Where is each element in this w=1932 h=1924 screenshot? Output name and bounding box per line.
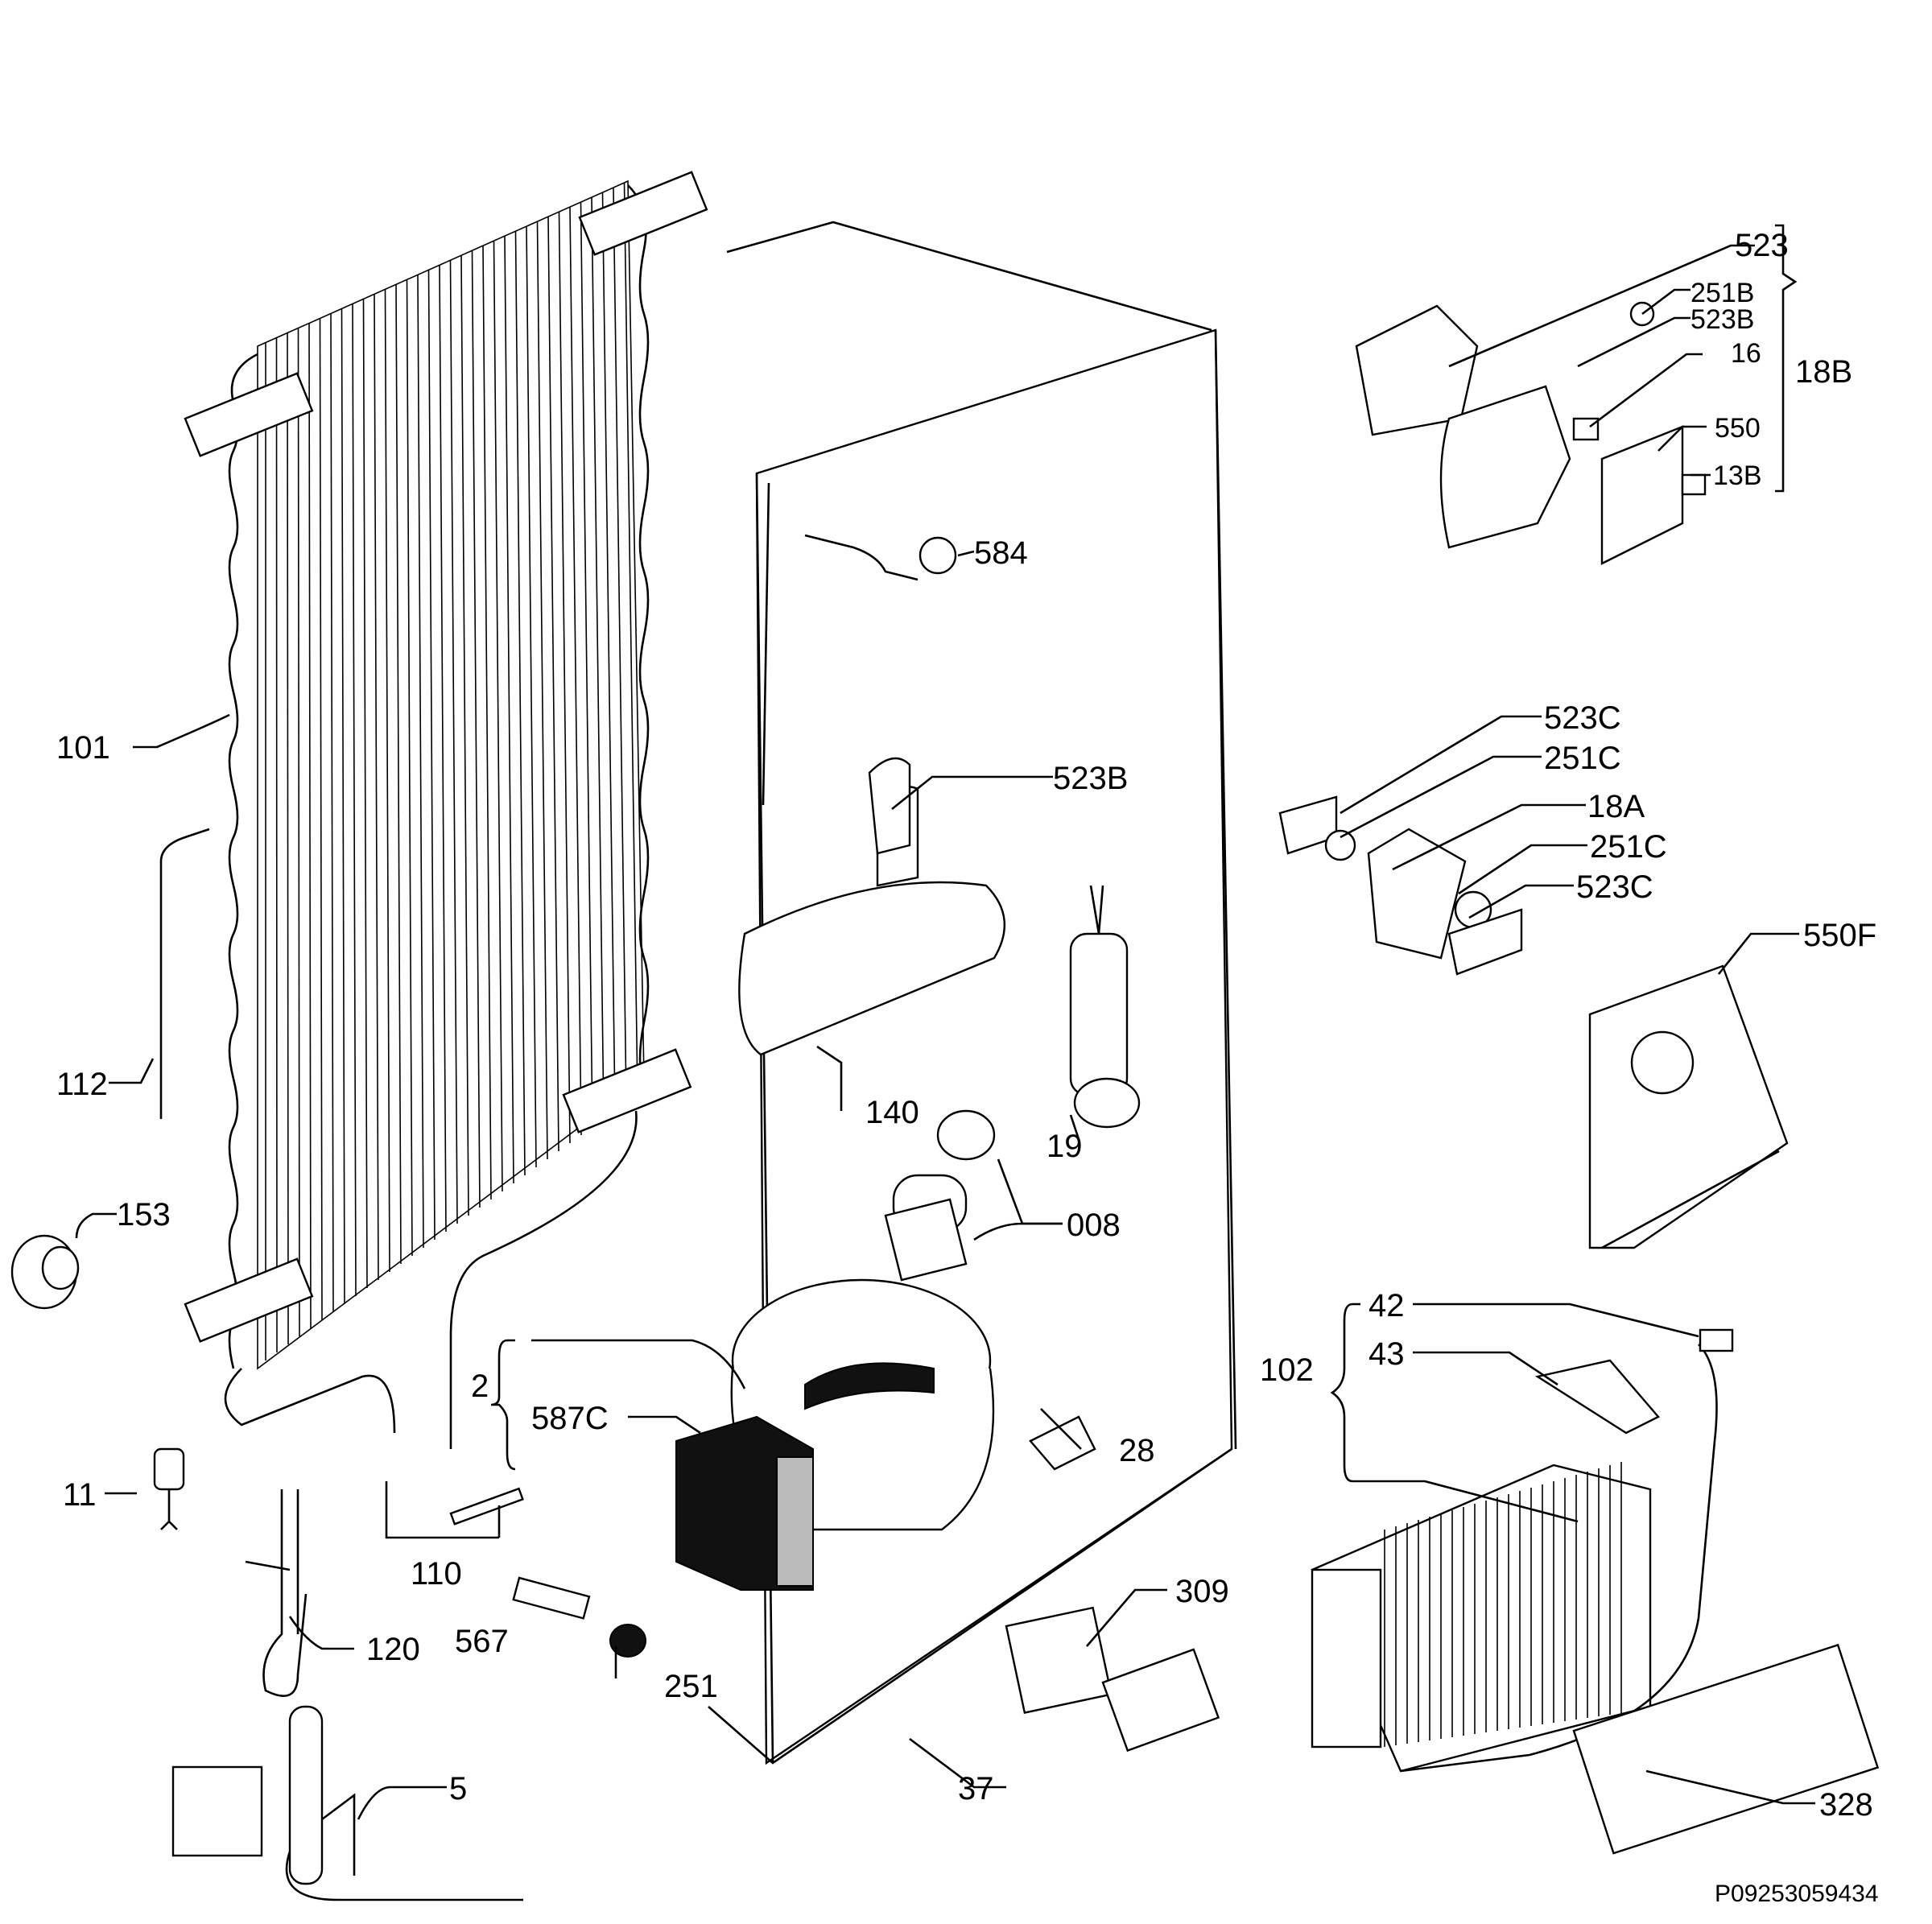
label-523b-mid: 523B	[1053, 761, 1128, 796]
label-140: 140	[865, 1095, 919, 1130]
label-28: 28	[1119, 1433, 1155, 1468]
fan-cover-550f	[1588, 964, 1789, 1249]
label-18a: 18A	[1587, 789, 1645, 824]
label-102: 102	[1260, 1352, 1314, 1388]
label-19: 19	[1046, 1129, 1083, 1164]
label-523c-b: 523C	[1576, 869, 1653, 905]
control-modules	[1005, 1606, 1220, 1753]
compressor-electrics-box	[675, 1415, 814, 1591]
label-13b: 13B	[1713, 460, 1762, 491]
label-584: 584	[974, 535, 1028, 571]
label-5: 5	[449, 1771, 467, 1806]
label-110: 110	[411, 1556, 462, 1592]
label-120: 120	[366, 1632, 420, 1667]
label-251: 251	[664, 1669, 718, 1704]
leader-lines	[75, 224, 1815, 1820]
label-101: 101	[56, 730, 110, 766]
label-153: 153	[117, 1197, 171, 1232]
diagram-reference-code: P09253059434	[1715, 1881, 1879, 1907]
label-251b: 251B	[1690, 278, 1754, 308]
label-328: 328	[1819, 1787, 1873, 1823]
label-37: 37	[958, 1771, 994, 1806]
part-labels: 101 112 153 11 120 110 567 251 5 2 587C …	[56, 228, 1879, 1907]
label-309: 309	[1175, 1574, 1229, 1609]
thermostat-sensor	[936, 1109, 996, 1161]
label-11: 11	[63, 1477, 97, 1513]
thermostat-capillary	[1069, 885, 1141, 1129]
label-16: 16	[1731, 338, 1761, 369]
condenser-coil	[184, 171, 708, 1449]
label-42: 42	[1368, 1288, 1405, 1323]
label-550f: 550F	[1803, 918, 1876, 953]
label-567: 567	[455, 1624, 509, 1659]
label-112: 112	[56, 1067, 108, 1102]
label-2: 2	[471, 1369, 489, 1404]
thermal-fuse	[153, 1447, 185, 1530]
drain-tube	[159, 828, 210, 1119]
defrost-heater-bracket	[1534, 1359, 1660, 1435]
capillary-parts	[385, 1481, 646, 1658]
label-008: 008	[1067, 1208, 1121, 1243]
heater-wire	[245, 1489, 308, 1697]
filter-drier-and-valve	[171, 1705, 523, 1901]
label-18b: 18B	[1795, 354, 1852, 390]
label-523c-a: 523C	[1544, 700, 1621, 736]
fan-assembly-18b	[1355, 301, 1707, 565]
drain-plug	[10, 1234, 80, 1310]
label-587c: 587C	[531, 1401, 609, 1436]
fan-motor-18a	[1278, 795, 1523, 976]
label-251c-b: 251C	[1590, 829, 1667, 865]
thermostat-bracket	[868, 757, 911, 855]
relay-clip	[1029, 1415, 1096, 1471]
label-251c-a: 251C	[1544, 741, 1621, 776]
label-550: 550	[1715, 413, 1761, 444]
label-43: 43	[1368, 1336, 1405, 1372]
label-523: 523	[1735, 228, 1789, 263]
door-switch-cable	[804, 534, 957, 581]
label-523b: 523B	[1690, 304, 1754, 335]
start-relay	[884, 1174, 968, 1282]
evaporator	[1311, 1328, 1880, 1855]
